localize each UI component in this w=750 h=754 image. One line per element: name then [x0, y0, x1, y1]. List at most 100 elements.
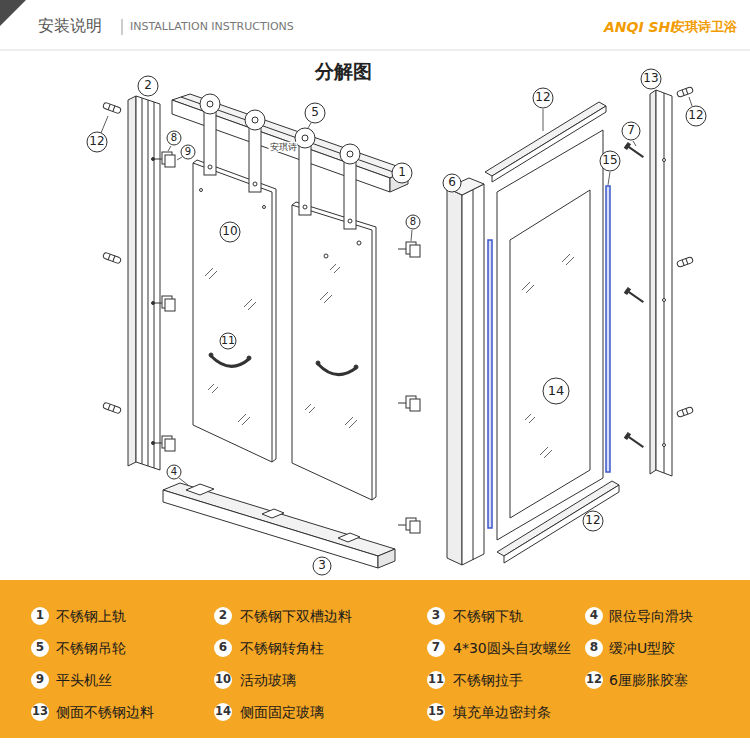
sliding-glass [200, 189, 203, 192]
legend-number-circle [31, 607, 49, 625]
text-label: 不锈钢下双槽边料 [240, 608, 352, 624]
hanging-wheel [207, 101, 213, 107]
legend-number: 6 [219, 641, 227, 655]
hanging-wheel [299, 138, 311, 215]
bottom-rail [378, 549, 395, 568]
legend-number: 9 [36, 673, 44, 687]
buffer-bracket-right [398, 403, 406, 404]
callout-number: 12 [89, 135, 104, 149]
top-rail [172, 94, 408, 192]
leader-line [168, 146, 171, 151]
legend-number-circle [585, 639, 603, 657]
wall-plug-right [676, 86, 693, 97]
wall-plug [103, 402, 122, 414]
hanging-wheel [295, 128, 315, 148]
sliding-glass [193, 160, 276, 462]
diagram-title: 分解图 [315, 61, 372, 83]
fixed-glass [497, 130, 603, 540]
top-rail [172, 94, 408, 178]
callout-circle [533, 88, 553, 108]
top-rail [172, 100, 390, 192]
callout-circle [220, 222, 240, 242]
callout-number: 5 [311, 106, 319, 120]
wall-plug-right [676, 86, 693, 97]
legend-number-circle [31, 639, 49, 657]
double-groove-profile [148, 100, 149, 466]
side-profile [656, 90, 672, 476]
leader-line [308, 123, 311, 128]
wall-plug [113, 256, 115, 262]
wall-plug [103, 102, 122, 414]
buffer-bracket-right [398, 396, 420, 411]
hanging-wheel [249, 120, 261, 192]
wall-plug [103, 252, 122, 264]
text-label: 不锈钢拉手 [453, 672, 523, 688]
legend-number: 3 [432, 609, 440, 623]
buffer-bracket [152, 302, 155, 305]
corner-post [447, 188, 462, 565]
wall-plug-right [676, 256, 693, 267]
wall-plug [113, 406, 115, 412]
wall-plug-right [676, 406, 693, 417]
text-label: 限位导向滑块 [609, 608, 693, 624]
buffer-bracket-right [398, 242, 420, 257]
hanging-wheel [348, 219, 352, 223]
wall-plug [103, 102, 122, 114]
leader-line [543, 109, 544, 131]
text-label: 侧面固定玻璃 [240, 704, 324, 720]
hanging-wheel [302, 135, 308, 141]
text-label: 安装说明 [38, 17, 102, 35]
buffer-bracket-right [398, 525, 406, 526]
text-label: 不锈钢下轨 [453, 608, 523, 624]
hanging-wheel [252, 117, 258, 123]
bottom-rail [262, 509, 284, 518]
door-handle [211, 356, 249, 366]
seal-strip [488, 186, 610, 528]
tapping-screw [624, 288, 645, 305]
wall-plug [103, 252, 122, 264]
side-profile [650, 90, 656, 474]
buffer-bracket-right [410, 399, 420, 411]
glass-top-bottom-bar [485, 102, 619, 563]
buffer-bracket [165, 439, 175, 451]
hanging-wheel [347, 151, 353, 157]
sliding-glass [357, 241, 361, 245]
legend-number: 13 [32, 705, 48, 718]
header-bar [0, 0, 26, 26]
text-label: 不锈钢上轨 [56, 608, 126, 624]
hanging-wheel [303, 205, 307, 209]
leader-line [689, 97, 692, 106]
text-label: 6厘膨胀胶塞 [609, 672, 688, 688]
callout-number: 11 [221, 335, 235, 348]
door-handle [209, 353, 358, 375]
callout-number: 13 [643, 72, 658, 86]
side-profile [663, 299, 666, 302]
callout-circle [392, 163, 412, 183]
callout-circle [622, 122, 640, 140]
buffer-bracket [152, 296, 176, 311]
text-label: 填充单边密封条 [453, 704, 551, 720]
callout-circle [443, 174, 461, 192]
door-handle [318, 364, 356, 375]
legend-number: 2 [219, 609, 227, 623]
callout-circle [87, 132, 107, 152]
wall-plug-right [682, 260, 684, 266]
legend-number: 12 [586, 673, 602, 686]
buffer-bracket [154, 159, 162, 160]
sliding-glass [205, 268, 256, 425]
fixed-glass [497, 130, 603, 540]
bottom-rail [163, 490, 378, 568]
sliding-glass [263, 206, 266, 209]
bottom-rail [338, 533, 360, 542]
hanging-wheel [245, 110, 265, 130]
callout-circle [313, 557, 331, 575]
legend-number: 15 [428, 705, 444, 718]
text-label: 不锈钢吊轮 [56, 640, 126, 656]
callout-circle [167, 465, 181, 479]
legend-number-circle [214, 671, 232, 689]
tapping-screw [624, 143, 630, 150]
seal-strip [488, 240, 492, 528]
legend-number: 11 [428, 673, 444, 686]
fixed-glass [510, 190, 590, 518]
callout-number: 15 [602, 154, 617, 168]
